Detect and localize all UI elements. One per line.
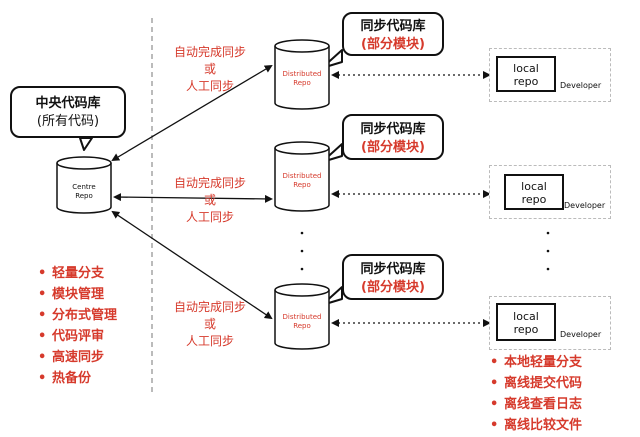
distributed-repo-cylinder-2 — [274, 141, 330, 212]
feature-item: •热备份 — [38, 371, 92, 386]
sync-label-1: 自动完成同步或人工同步 — [173, 45, 246, 93]
feature-item: •代码评审 — [38, 329, 105, 344]
feature-item: •高速同步 — [38, 350, 105, 365]
ellipsis-dot — [546, 249, 550, 253]
callout-subtitle: (部分模块) — [361, 280, 425, 295]
feature-item: •分布式管理 — [38, 308, 118, 323]
callout-title: 同步代码库 — [360, 19, 426, 34]
developer-label: Developer — [560, 81, 602, 90]
distributed-callout-1: 同步代码库 (部分模块) — [342, 12, 444, 56]
central-callout-tail — [79, 137, 93, 151]
distributed-callout-2: 同步代码库 (部分模块) — [342, 114, 444, 160]
ellipsis-dot — [300, 267, 304, 271]
sync-label-2: 自动完成同步或人工同步 — [173, 176, 246, 224]
feature-item: •离线查看日志 — [490, 397, 583, 412]
ellipsis-dot — [546, 231, 550, 235]
callout-subtitle: (部分模块) — [361, 140, 425, 155]
feature-item: •本地轻量分支 — [490, 355, 583, 370]
callout-subtitle: (部分模块) — [361, 37, 425, 52]
developer-feature-list: •本地轻量分支 •离线提交代码 •离线查看日志 •离线比较文件 — [490, 352, 582, 436]
developer-label: Developer — [560, 330, 602, 339]
central-callout-subtitle: (所有代码) — [36, 114, 100, 129]
feature-item: •离线提交代码 — [490, 376, 583, 391]
feature-item: •模块管理 — [38, 287, 105, 302]
ellipsis-dot — [300, 231, 304, 235]
central-feature-list: •轻量分支 •模块管理 •分布式管理 •代码评审 •高速同步 •热备份 — [38, 263, 117, 389]
callout-title: 同步代码库 — [360, 262, 426, 277]
ellipsis-dot — [300, 249, 304, 253]
sync-arrow-1 — [111, 64, 273, 162]
centre-repo-label: Centre Repo — [72, 183, 96, 200]
distributed-repo-cylinder-1 — [274, 39, 330, 110]
central-callout-title: 中央代码库 — [35, 96, 101, 111]
distributed-repo-cylinder-3 — [274, 283, 330, 350]
distributed-callout-3: 同步代码库 (部分模块) — [342, 254, 444, 300]
feature-item: •离线比较文件 — [490, 418, 583, 433]
central-callout: 中央代码库 (所有代码) — [10, 86, 126, 138]
sync-label-3: 自动完成同步或人工同步 — [173, 300, 246, 348]
callout-title: 同步代码库 — [360, 122, 426, 137]
centre-repo-cylinder — [56, 156, 112, 214]
sync-arrow-3 — [111, 210, 273, 320]
ellipsis-dot — [546, 267, 550, 271]
sync-arrow-2 — [113, 193, 273, 203]
developer-label: Developer — [564, 201, 606, 210]
feature-item: •轻量分支 — [38, 266, 105, 281]
